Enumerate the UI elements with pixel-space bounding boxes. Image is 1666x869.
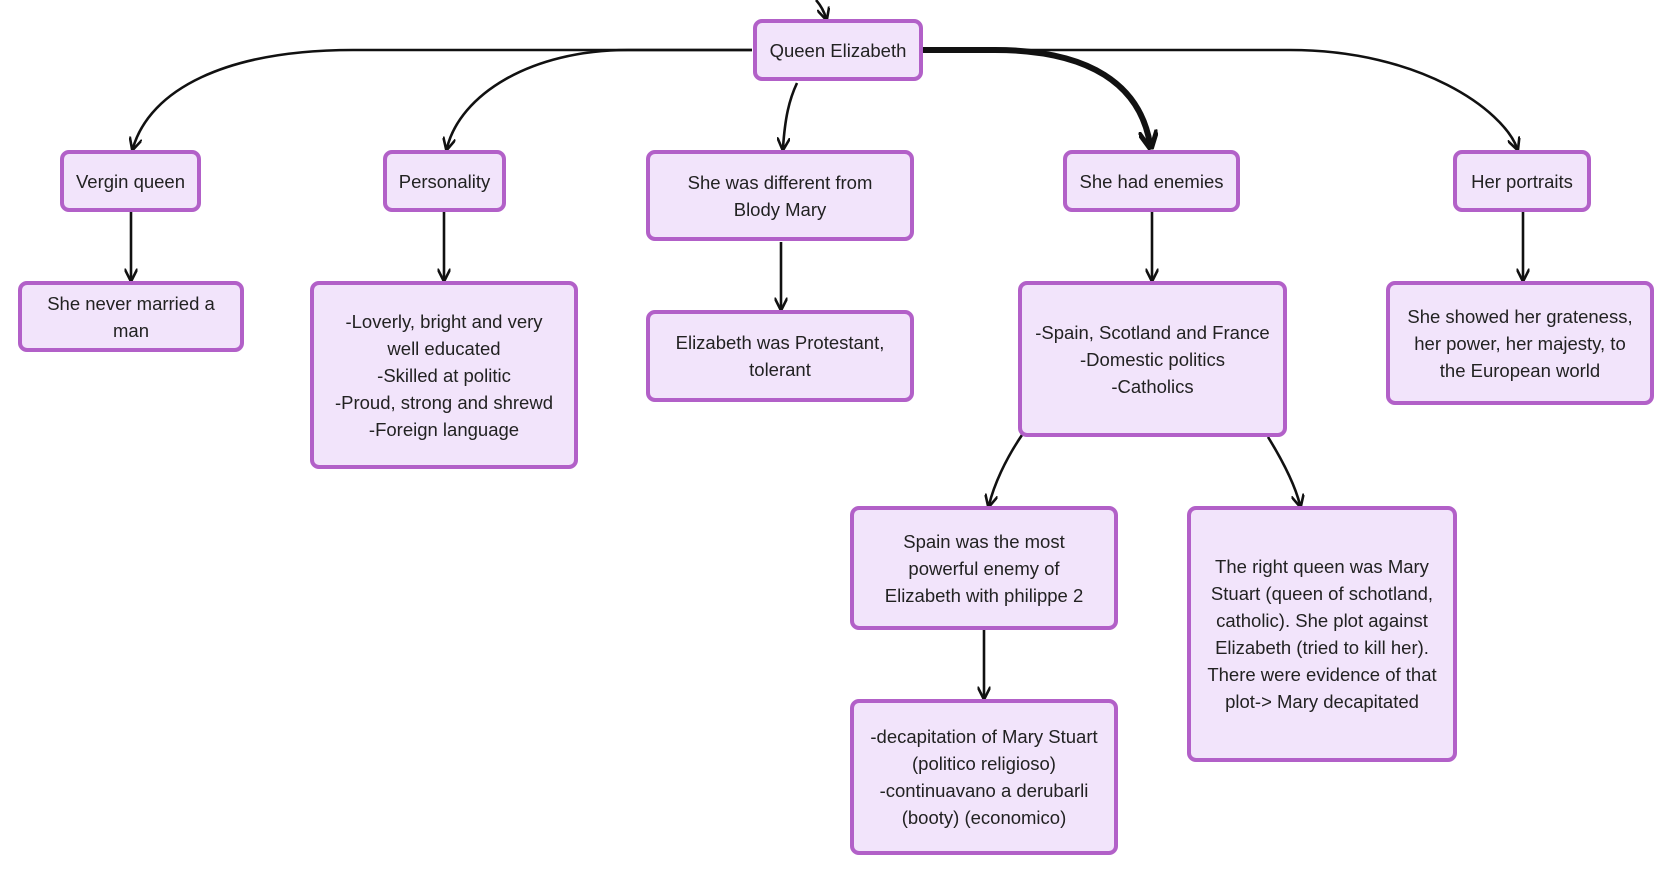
- node-mary-stuart-line-5: There were evidence of that: [1207, 664, 1437, 685]
- node-different-from-bloody-mary[interactable]: She was different from Blody Mary: [646, 150, 914, 241]
- node-personality-label: Personality: [398, 170, 491, 192]
- node-spain-enemy-line-1: Spain was the most: [903, 530, 1065, 552]
- connector-root-bloody-mary: [783, 82, 799, 148]
- connector-root-enemies-emphasis: [920, 47, 1150, 144]
- connector-enemies-spain: [989, 434, 1024, 505]
- node-portraits-meaning-line-2: her power, her majesty, to: [1414, 332, 1626, 354]
- node-spain-consequences-line-1: -decapitation of Mary Stuart: [870, 726, 1098, 747]
- node-personality-traits-line-5: -Foreign language: [368, 418, 520, 440]
- node-spain-enemy-line-2: powerful enemy of: [908, 557, 1060, 579]
- node-mary-stuart[interactable]: The right queen was Mary Stuart (queen o…: [1187, 506, 1457, 762]
- node-portraits-meaning-line-3: the European world: [1439, 359, 1601, 381]
- connector-enemies-mary-stuart: [1266, 436, 1300, 505]
- node-queen-elizabeth[interactable]: Queen Elizabeth: [753, 19, 923, 81]
- node-never-married[interactable]: She never married a man: [18, 281, 244, 352]
- node-vergin-queen-label: Vergin queen: [75, 170, 186, 192]
- node-enemies-list[interactable]: -Spain, Scotland and France -Domestic po…: [1018, 281, 1287, 437]
- node-elizabeth-protestant-line-2: tolerant: [749, 359, 811, 380]
- node-spain-enemy[interactable]: Spain was the most powerful enemy of Eli…: [850, 506, 1118, 630]
- node-personality-traits[interactable]: -Loverly, bright and very well educated …: [310, 281, 578, 469]
- node-mary-stuart-line-6: plot-> Mary decapitated: [1225, 691, 1419, 712]
- node-elizabeth-protestant-line-1: Elizabeth was Protestant,: [675, 332, 885, 353]
- node-vergin-queen[interactable]: Vergin queen: [60, 150, 201, 212]
- node-different-from-bloody-mary-line-2: Blody Mary: [733, 198, 827, 220]
- node-elizabeth-protestant[interactable]: Elizabeth was Protestant, tolerant: [646, 310, 914, 402]
- node-personality[interactable]: Personality: [383, 150, 506, 212]
- connector-incoming-root: [815, 0, 826, 18]
- node-enemies-list-line-1: -Spain, Scotland and France: [1035, 321, 1270, 343]
- connector-root-virgin-queen: [133, 48, 752, 148]
- node-mary-stuart-line-2: Stuart (queen of schotland,: [1210, 583, 1434, 604]
- node-her-portraits-label: Her portraits: [1471, 170, 1573, 192]
- node-spain-consequences-line-4: (booty) (economico): [901, 807, 1067, 828]
- node-enemies-list-line-3: -Catholics: [1111, 375, 1194, 397]
- node-mary-stuart-line-1: The right queen was Mary: [1215, 556, 1429, 577]
- connector-root-portraits: [920, 48, 1517, 148]
- node-spain-consequences[interactable]: -decapitation of Mary Stuart (politico r…: [850, 699, 1118, 855]
- node-mary-stuart-line-3: catholic). She plot against: [1216, 610, 1428, 631]
- node-spain-consequences-line-2: (politico religioso): [912, 753, 1056, 774]
- node-portraits-meaning-line-1: She showed her grateness,: [1407, 305, 1633, 327]
- node-different-from-bloody-mary-line-1: She was different from: [687, 171, 873, 193]
- node-portraits-meaning[interactable]: She showed her grateness, her power, her…: [1386, 281, 1654, 405]
- node-personality-traits-line-1: -Loverly, bright and very: [345, 310, 543, 332]
- connector-root-personality: [447, 48, 752, 148]
- node-queen-elizabeth-label: Queen Elizabeth: [769, 39, 907, 61]
- node-enemies-list-line-2: -Domestic politics: [1080, 348, 1225, 370]
- node-never-married-line-2: man: [113, 319, 149, 341]
- node-personality-traits-line-3: -Skilled at politic: [377, 364, 511, 386]
- node-spain-enemy-line-3: Elizabeth with philippe 2: [884, 584, 1084, 606]
- node-spain-consequences-line-3: -continuavano a derubarli: [879, 780, 1089, 801]
- node-she-had-enemies[interactable]: She had enemies: [1063, 150, 1240, 212]
- node-she-had-enemies-label: She had enemies: [1079, 170, 1224, 192]
- node-mary-stuart-line-4: Elizabeth (tried to kill her).: [1215, 637, 1429, 658]
- node-her-portraits[interactable]: Her portraits: [1453, 150, 1591, 212]
- node-personality-traits-line-2: well educated: [387, 337, 501, 359]
- node-personality-traits-line-4: -Proud, strong and shrewd: [334, 391, 553, 413]
- node-never-married-line-1: She never married a: [47, 292, 215, 314]
